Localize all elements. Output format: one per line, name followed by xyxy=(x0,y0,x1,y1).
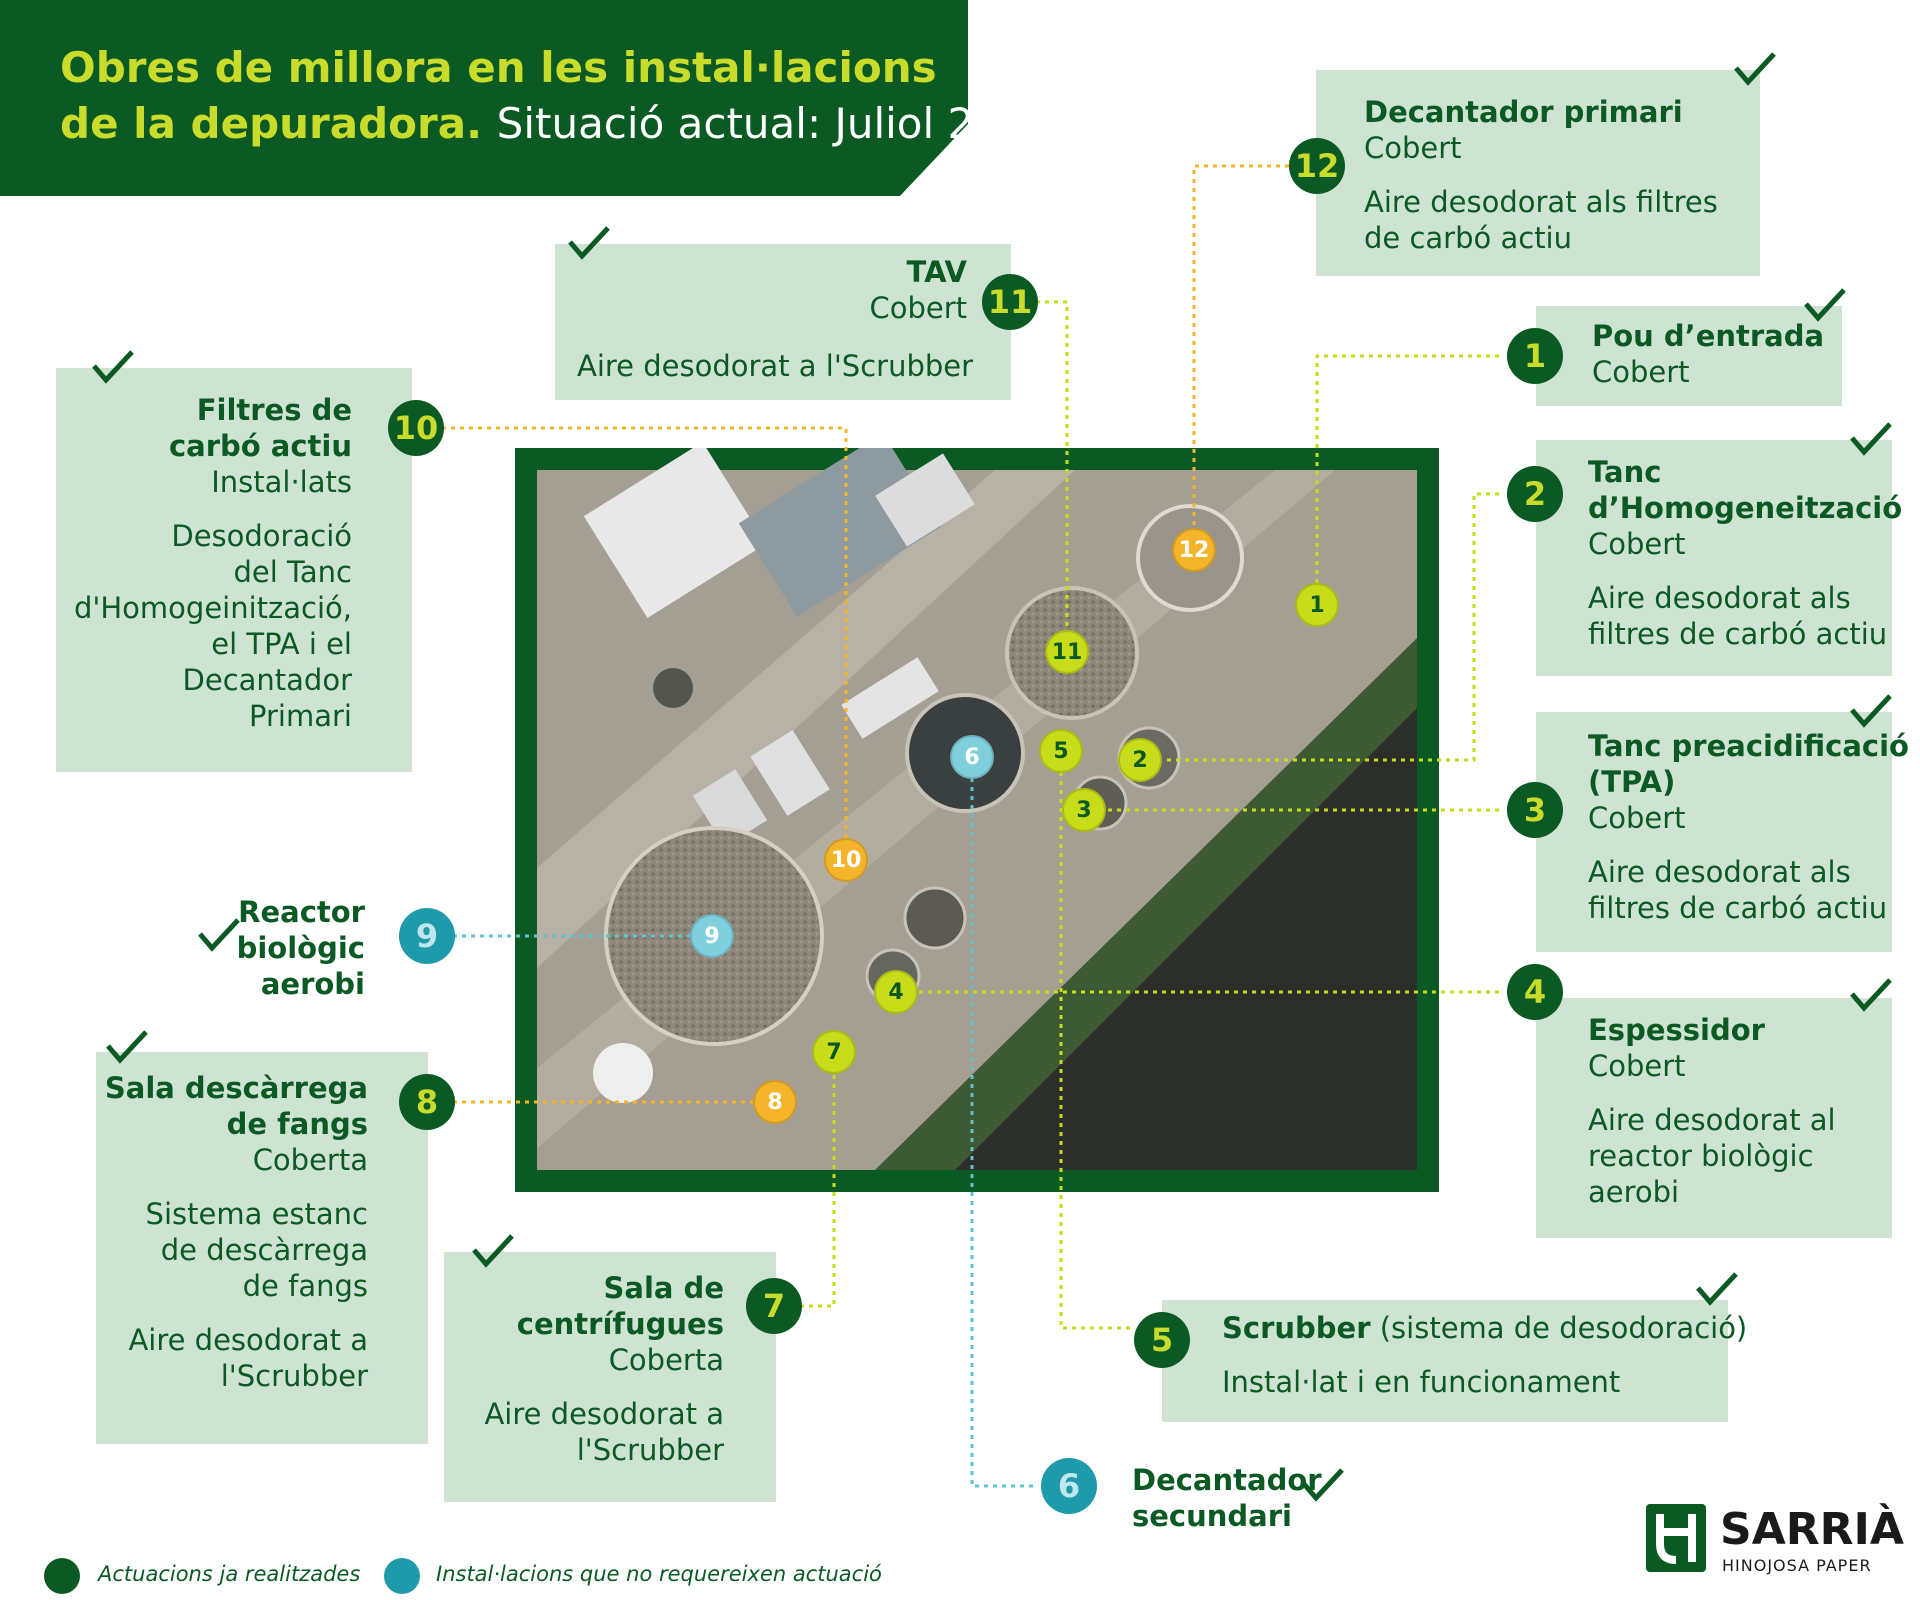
check-icon xyxy=(92,350,134,384)
box-title: Decantador primari xyxy=(1364,95,1683,129)
box-tanc-preacidificacio: Tanc preacidificació (TPA) Cobert Aire d… xyxy=(1536,712,1909,952)
header-banner xyxy=(0,0,968,196)
aerial-map xyxy=(515,448,1439,1192)
map-marker-10[interactable]: 10 xyxy=(824,838,868,882)
badge-5[interactable]: 5 xyxy=(1134,1312,1190,1368)
badge-8[interactable]: 8 xyxy=(399,1074,455,1130)
box-scrubber: Scrubber (sistema de desodoració) Instal… xyxy=(1162,1300,1747,1422)
map-marker-5[interactable]: 5 xyxy=(1039,729,1083,773)
map-marker-2[interactable]: 2 xyxy=(1118,738,1162,782)
box-sala-descarrega-fangs: Sala descàrrega de fangs Coberta Sistema… xyxy=(96,1052,428,1444)
check-icon xyxy=(1850,422,1892,456)
label-reactor-biologic: Reactor biològic aerobi xyxy=(236,895,365,1001)
logo-mark xyxy=(1646,1504,1706,1572)
box-decantador-primari: Decantador primari Cobert Aire desodorat… xyxy=(1316,70,1760,276)
legend-none-dot xyxy=(384,1558,420,1594)
box-tanc-homogeneitzacio: Tanc d’Homogeneització Cobert Aire desod… xyxy=(1536,440,1902,676)
badge-1[interactable]: 1 xyxy=(1507,328,1563,384)
badge-10[interactable]: 10 xyxy=(388,400,444,456)
box-sala-centrifugues: Sala de centrífugues Coberta Aire desodo… xyxy=(444,1252,776,1502)
legend-none-label: Instal·lacions que no requereixen actuac… xyxy=(436,1562,882,1586)
box-filtres-carbo-actiu: Filtres de carbó actiu Instal·lats Desod… xyxy=(56,368,412,772)
check-icon xyxy=(1696,1272,1738,1306)
map-marker-8[interactable]: 8 xyxy=(753,1080,797,1124)
label-decantador-secundari: Decantador secundari xyxy=(1132,1463,1322,1533)
check-icon xyxy=(1734,52,1776,86)
map-marker-7[interactable]: 7 xyxy=(812,1030,856,1074)
legend-done-dot xyxy=(44,1558,80,1594)
badge-9[interactable]: 9 xyxy=(399,908,455,964)
badge-12[interactable]: 12 xyxy=(1289,138,1345,194)
badge-4[interactable]: 4 xyxy=(1507,964,1563,1020)
legend-done-label: Actuacions ja realitzades xyxy=(98,1562,361,1586)
badge-6[interactable]: 6 xyxy=(1041,1458,1097,1514)
map-marker-1[interactable]: 1 xyxy=(1295,583,1339,627)
map-marker-4[interactable]: 4 xyxy=(874,970,918,1014)
map-marker-9[interactable]: 9 xyxy=(690,914,734,958)
check-icon xyxy=(1804,288,1846,322)
badge-11[interactable]: 11 xyxy=(982,274,1038,330)
check-icon xyxy=(472,1234,514,1268)
box-pou-entrada: Pou d’entrada Cobert xyxy=(1536,306,1842,406)
logo-name: SARRIÀ xyxy=(1720,1504,1904,1555)
map-marker-3[interactable]: 3 xyxy=(1062,788,1106,832)
check-icon xyxy=(198,918,240,952)
check-icon xyxy=(568,226,610,260)
box-espessidor: Espessidor Cobert Aire desodorat al reac… xyxy=(1536,998,1892,1238)
box-tav: TAV Cobert Aire desodorat a l'Scrubber xyxy=(555,244,1011,400)
badge-7[interactable]: 7 xyxy=(746,1278,802,1334)
check-icon xyxy=(106,1030,148,1064)
map-marker-6[interactable]: 6 xyxy=(950,735,994,779)
page-title: Obres de millora en les instal·lacions d… xyxy=(60,43,1055,148)
badge-2[interactable]: 2 xyxy=(1507,466,1563,522)
badge-3[interactable]: 3 xyxy=(1507,782,1563,838)
page-subtitle: Situació actual: Juliol 2020 xyxy=(496,99,1055,148)
map-marker-12[interactable]: 12 xyxy=(1172,528,1216,572)
check-icon xyxy=(1302,1468,1344,1502)
check-icon xyxy=(1850,694,1892,728)
map-marker-11[interactable]: 11 xyxy=(1045,630,1089,674)
logo-subtitle: HINOJOSA PAPER xyxy=(1722,1556,1872,1575)
check-icon xyxy=(1850,978,1892,1012)
